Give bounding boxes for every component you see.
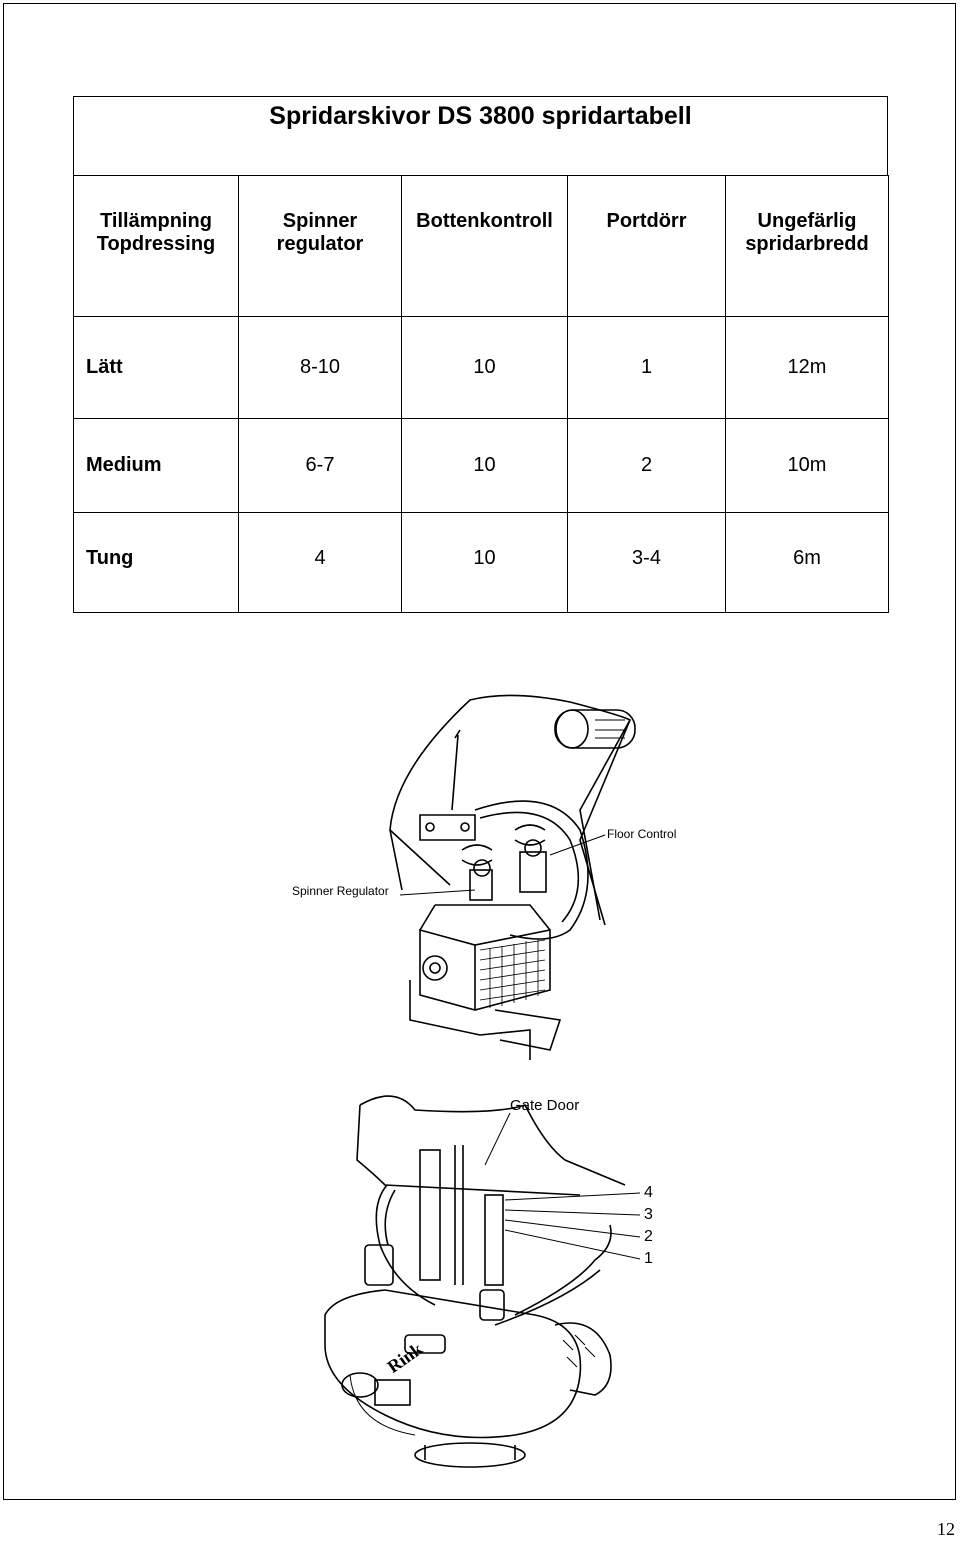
brand-logo: Rink (384, 1339, 427, 1377)
document-title: Spridarskivor DS 3800 spridartabell (269, 102, 692, 130)
gate-door-label: Gate Door (510, 1097, 579, 1114)
spinner-regulator-label: Spinner Regulator (292, 884, 389, 898)
table-cell: 12m (725, 316, 889, 419)
valve-assembly-drawing: Floor Control Spinner Regulator (292, 694, 676, 1060)
header-gate-door: Portdörr (567, 175, 726, 317)
position-label: 2 (644, 1228, 653, 1245)
table-row: Medium 6-7 10 2 10m (73, 418, 889, 513)
table-cell: 6-7 (238, 418, 402, 513)
header-floor-control: Bottenkontroll (401, 175, 568, 317)
table-cell: 3-4 (567, 512, 726, 613)
table-cell: 10 (401, 418, 568, 513)
title-box: Spridarskivor DS 3800 spridartabell (73, 96, 888, 176)
page-frame (3, 3, 956, 1500)
table-cell: 6m (725, 512, 889, 613)
table-row: Tung 4 10 3-4 6m (73, 512, 889, 613)
floor-control-label: Floor Control (607, 827, 676, 841)
position-label: 4 (644, 1184, 653, 1201)
table-cell: 8-10 (238, 316, 402, 419)
table-cell: 10 (401, 512, 568, 613)
gate-door-drawing: Gate Door 4 3 2 1 Rink (324, 1095, 653, 1468)
row-label: Medium (73, 418, 239, 513)
table-cell: 4 (238, 512, 402, 613)
table-cell: 10m (725, 418, 889, 513)
row-label: Lätt (73, 316, 239, 419)
page-number: 12 (937, 1519, 955, 1539)
table-cell: 1 (567, 316, 726, 419)
table-row: Lätt 8-10 10 1 12m (73, 316, 889, 419)
row-label: Tung (73, 512, 239, 613)
table-cell: 10 (401, 316, 568, 419)
position-label: 3 (644, 1206, 653, 1223)
position-label: 1 (644, 1250, 653, 1267)
table-cell: 2 (567, 418, 726, 513)
